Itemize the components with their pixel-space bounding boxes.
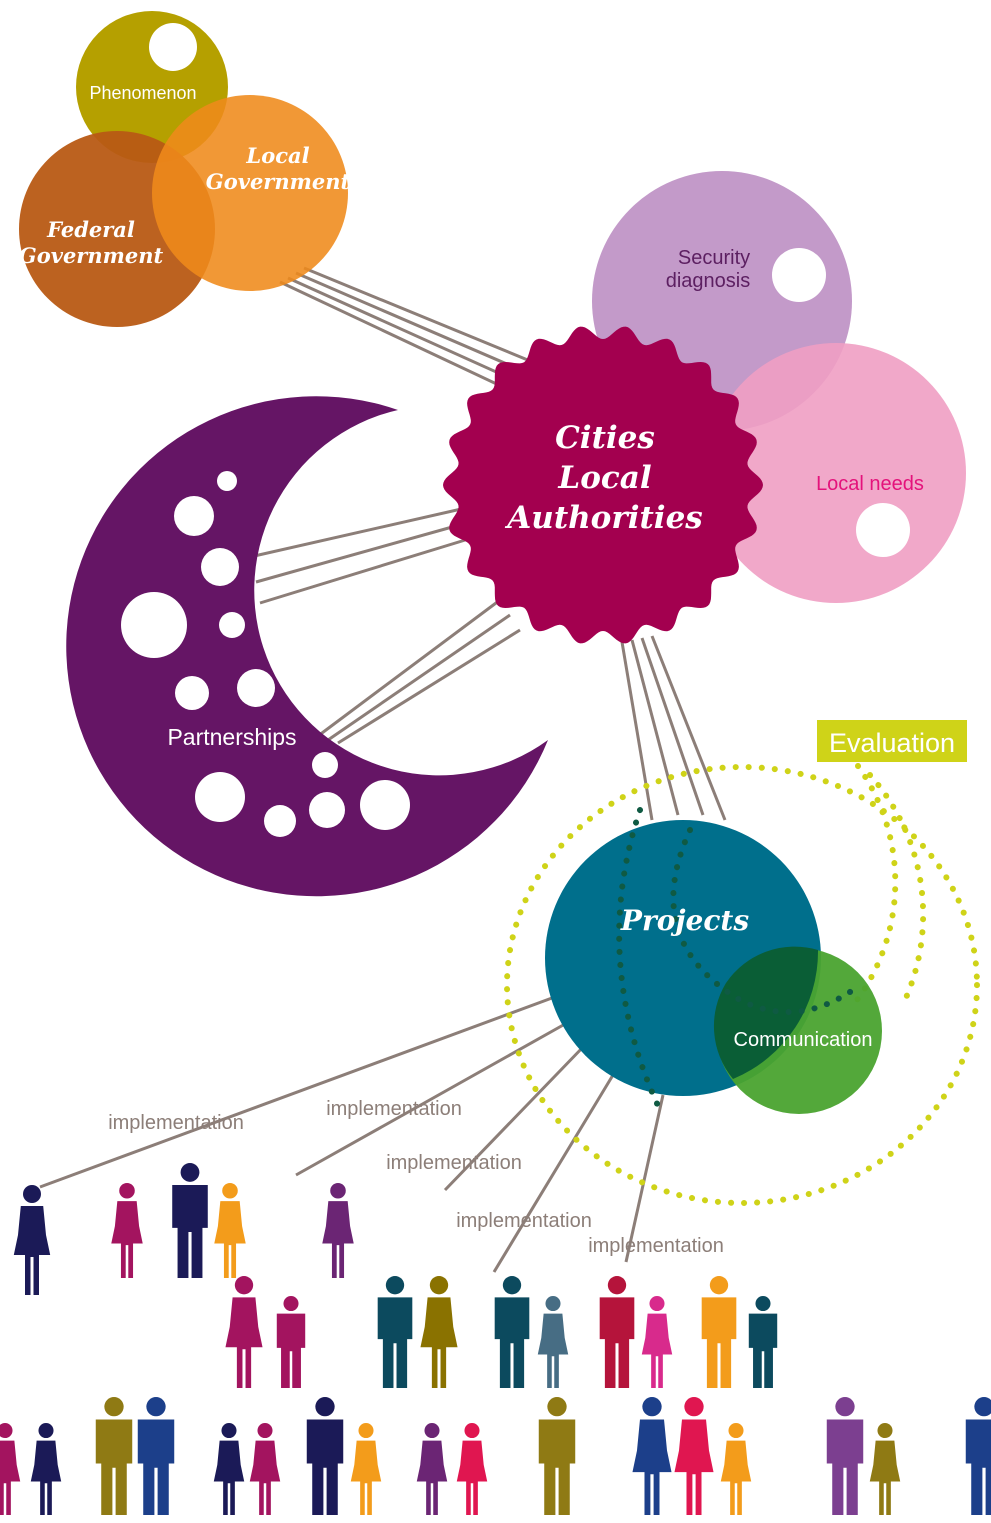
local-government-label-1: Local [245, 143, 309, 168]
implementation-label-5: implementation [588, 1235, 724, 1257]
person-icon [748, 1296, 778, 1388]
person-icon [13, 1185, 51, 1295]
person-icon [214, 1183, 246, 1278]
person-icon [965, 1397, 991, 1515]
connector-lines [39, 266, 727, 1273]
implementation-label-2: implementation [326, 1098, 462, 1120]
cities-badge: Cities Local Authorities [443, 326, 763, 644]
people-figures [0, 1163, 991, 1515]
projects-label: Projects [620, 904, 749, 937]
person-icon [172, 1163, 208, 1278]
person-icon [416, 1423, 448, 1515]
person-icon [641, 1296, 673, 1388]
local-needs-hole [856, 503, 910, 557]
person-icon [225, 1276, 263, 1388]
person-icon [674, 1397, 714, 1515]
evaluation-label: Evaluation [829, 728, 955, 758]
phenomenon-label: Phenomenon [89, 83, 196, 103]
partnerships-label: Partnerships [167, 724, 296, 750]
partnerships-crescent: Partnerships [66, 396, 548, 897]
person-icon [720, 1423, 752, 1515]
person-icon [377, 1276, 413, 1388]
cities-shape [443, 326, 763, 644]
implementation-label-1: implementation [108, 1112, 244, 1134]
local-government-circle [152, 95, 348, 291]
federal-government-label-2: Government [19, 243, 164, 268]
crescent-holes [121, 471, 410, 837]
government-venn: Phenomenon Local Government Federal Gove… [19, 11, 351, 327]
person-icon [456, 1423, 488, 1515]
person-icon [306, 1397, 344, 1515]
implementation-labels: implementation implementation implementa… [108, 1098, 724, 1257]
person-icon [599, 1276, 635, 1388]
security-diagnosis-label-2: diagnosis [666, 270, 751, 292]
person-icon [538, 1397, 576, 1515]
cities-label-2: Local [557, 460, 651, 496]
local-needs-label: Local needs [816, 473, 924, 495]
person-icon [701, 1276, 737, 1388]
cities-label-1: Cities [555, 420, 655, 456]
security-diagnosis-label-1: Security [678, 247, 750, 269]
person-icon [137, 1397, 175, 1515]
person-icon [95, 1397, 133, 1515]
implementation-label-4: implementation [456, 1210, 592, 1232]
person-icon [276, 1296, 306, 1388]
projects-group: Projects Communication [545, 807, 882, 1114]
person-icon [537, 1296, 569, 1388]
evaluation-rings [504, 763, 980, 1206]
person-icon [30, 1423, 62, 1515]
person-icon [420, 1276, 458, 1388]
person-icon [826, 1397, 864, 1515]
cities-label-3: Authorities [504, 500, 703, 536]
communication-label: Communication [734, 1029, 873, 1051]
federal-government-label-1: Federal [46, 217, 135, 242]
person-icon [213, 1423, 245, 1515]
person-icon [111, 1183, 143, 1278]
evaluation-tag: Evaluation [817, 720, 967, 762]
person-icon [632, 1397, 672, 1515]
person-icon [869, 1423, 901, 1515]
inner-dots [616, 807, 863, 1113]
local-government-label-2: Government [206, 169, 351, 194]
person-icon [0, 1423, 21, 1515]
person-icon [350, 1423, 382, 1515]
security-hole [772, 248, 826, 302]
phenomenon-hole [149, 23, 197, 71]
person-icon [322, 1183, 354, 1278]
implementation-label-3: implementation [386, 1152, 522, 1174]
person-icon [249, 1423, 281, 1515]
overlap-region [713, 946, 819, 1079]
person-icon [494, 1276, 530, 1388]
